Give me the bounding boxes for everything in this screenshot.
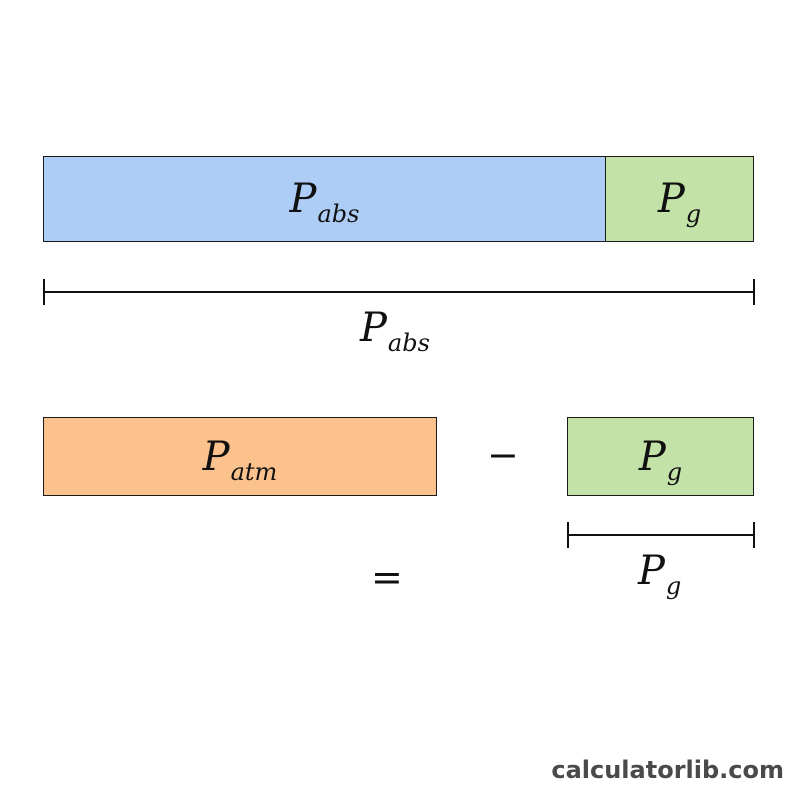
atmospheric-pressure-block: Patm [43,417,437,496]
gauge-pressure-span-bracket [567,522,755,548]
watermark: calculatorlib.com [551,756,784,784]
absolute-pressure-span-bracket [43,279,755,305]
equals-sign: = [371,555,403,599]
atmospheric-pressure-label: Patm [202,433,278,486]
absolute-pressure-label: Pabs [289,176,360,228]
minus-sign: − [487,433,519,477]
absolute-pressure-block: Pabs [43,156,606,242]
gauge-pressure-span-label: Pg [638,548,682,600]
gauge-pressure-label-bottom: Pg [638,433,683,486]
absolute-pressure-span-label: Pabs [360,305,430,357]
gauge-pressure-block-top: Pg [605,156,754,242]
gauge-pressure-label-top: Pg [657,176,702,228]
gauge-pressure-block-bottom: Pg [567,417,754,496]
